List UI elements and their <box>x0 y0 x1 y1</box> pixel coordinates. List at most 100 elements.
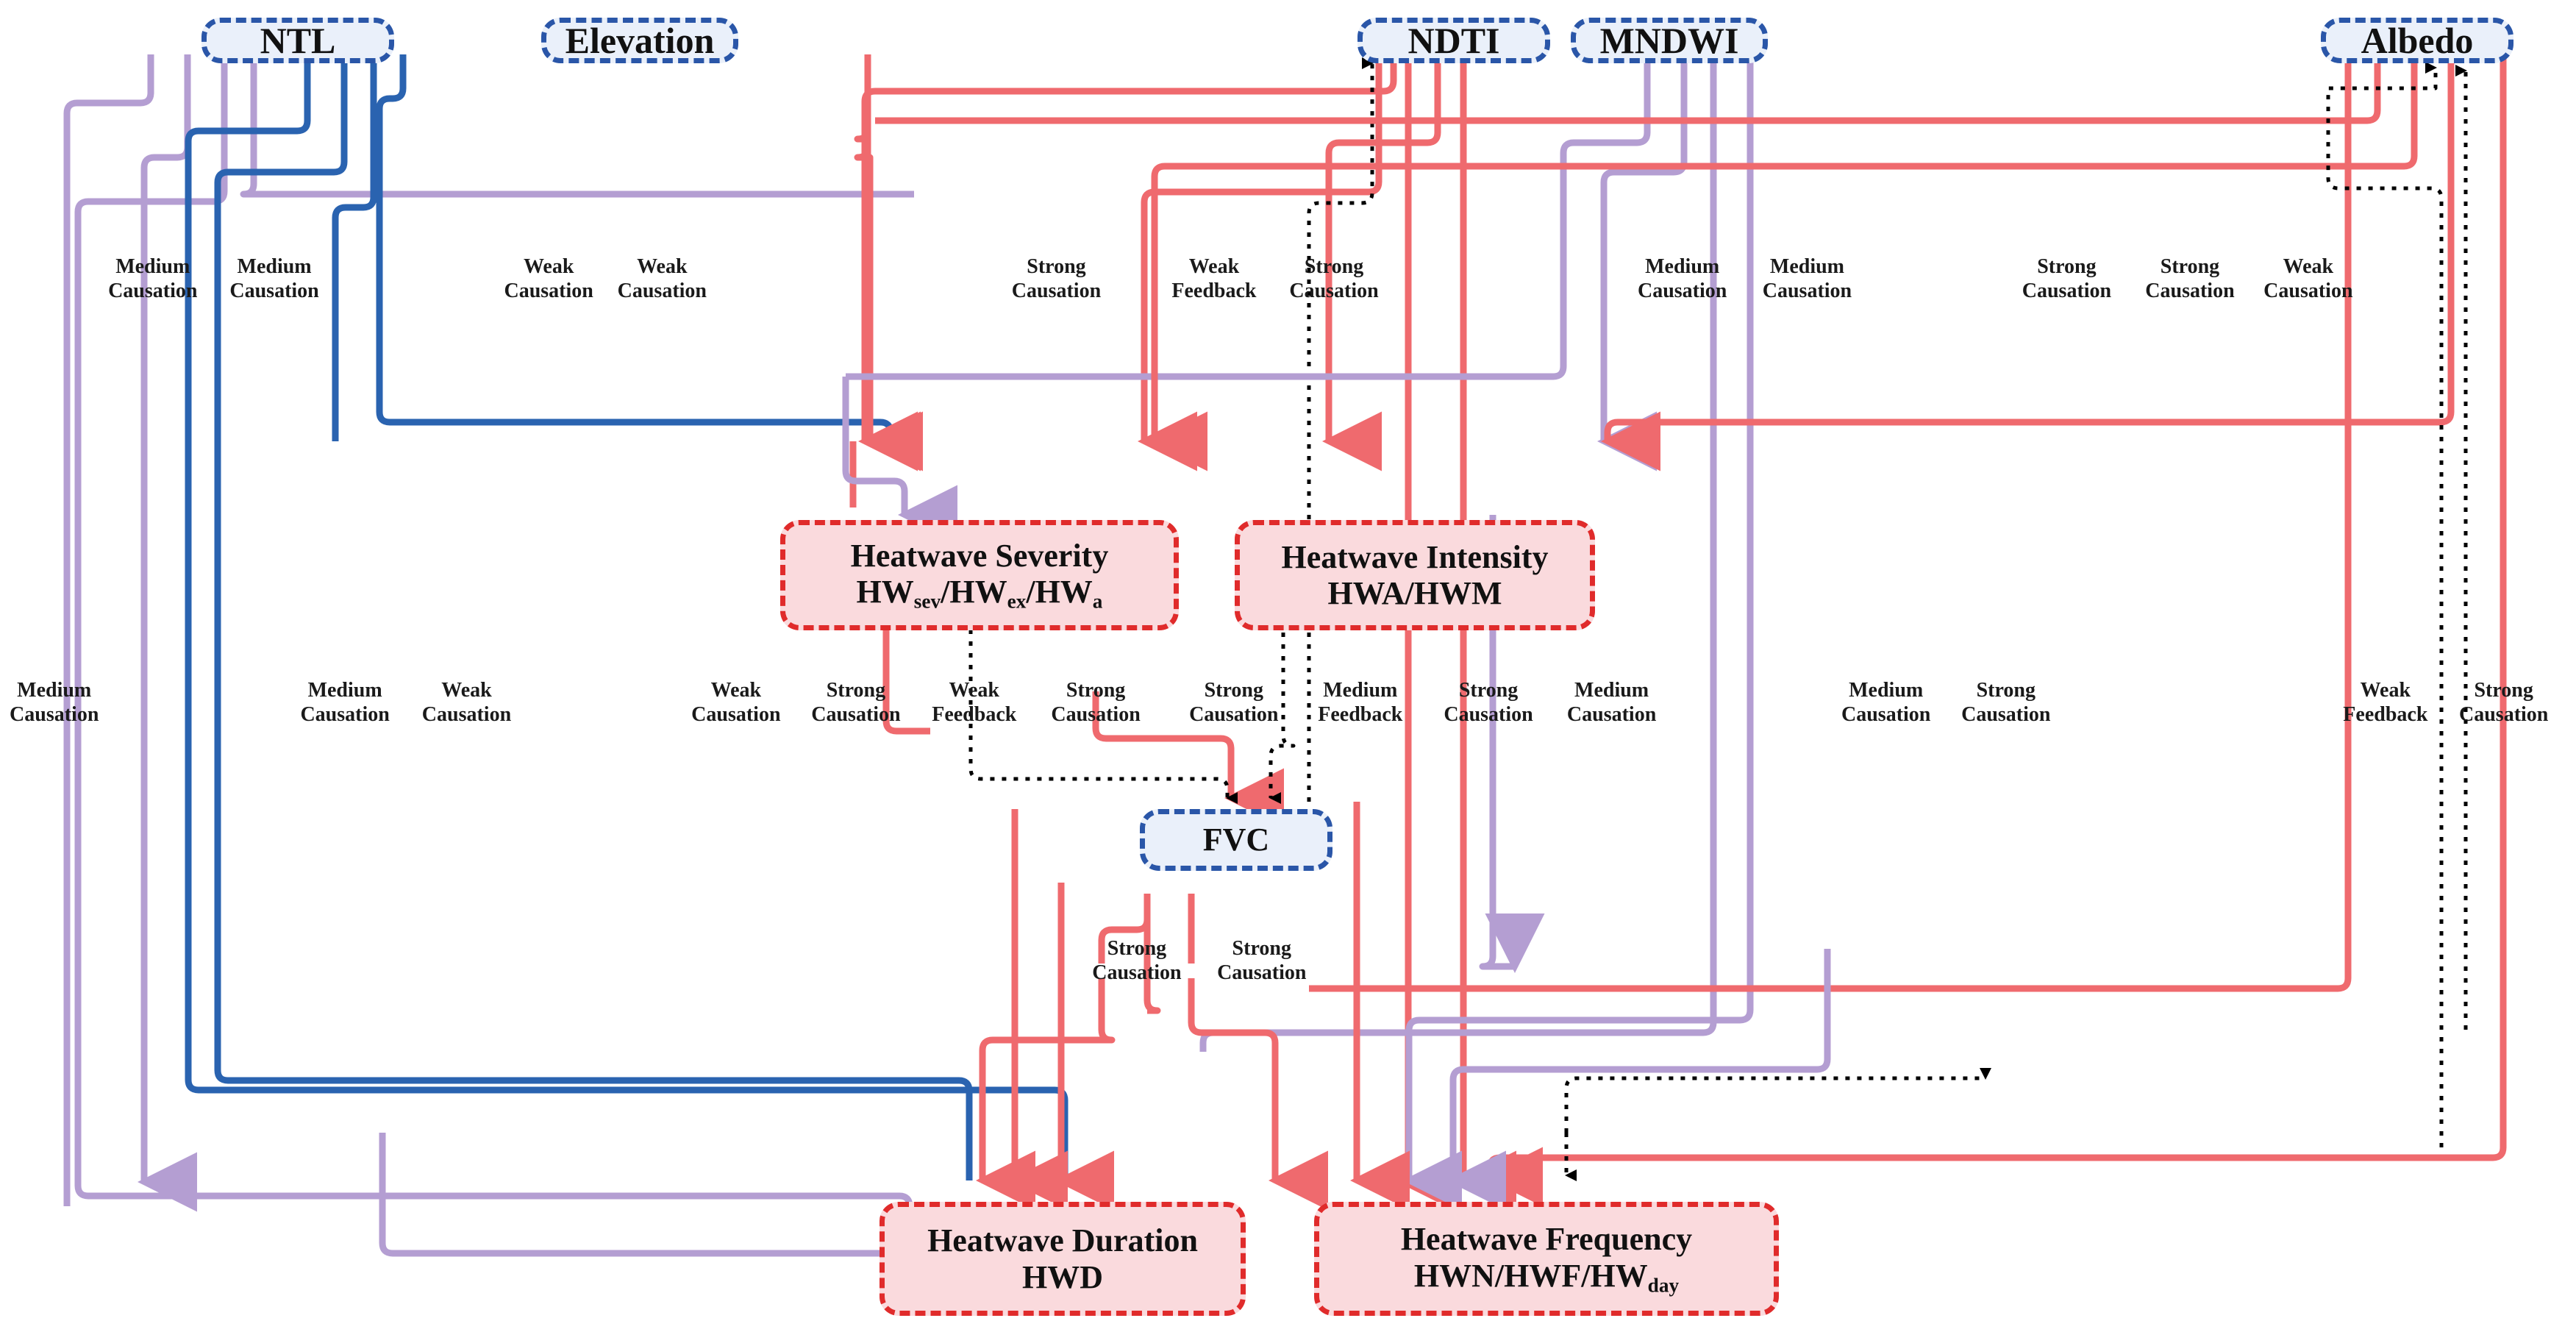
edge-label-kind: Causation <box>1189 703 1279 727</box>
edge-label-kind: Causation <box>300 703 390 727</box>
edge-label-strength: Strong <box>1027 255 1086 279</box>
edge-label-kind: Causation <box>1289 279 1379 303</box>
node-ndti-label: NDTI <box>1407 20 1500 61</box>
edge-label-kind: Causation <box>1092 961 1182 984</box>
edge-label-strength: Weak <box>2283 255 2334 279</box>
edge-label-strength: Strong <box>1204 679 1263 702</box>
edge-label-strength: Weak <box>710 679 762 702</box>
edge-label-strength: Medium <box>1645 255 1720 279</box>
edge-label-strength: Medium <box>1574 679 1649 702</box>
node-albedo[interactable]: Albedo <box>2321 18 2513 63</box>
node-ntl[interactable]: NTL <box>201 18 394 63</box>
edge-label-kind: Causation <box>1762 279 1852 303</box>
edge-label-strength: Weak <box>949 679 1000 702</box>
edge-label-strength: Weak <box>2360 679 2411 702</box>
edge-label-kind: Causation <box>1051 703 1141 727</box>
edge-label-kind: Causation <box>617 279 707 303</box>
node-mndwi-label: MNDWI <box>1599 20 1739 61</box>
severity-title: Heatwave Severity <box>850 537 1109 574</box>
edge-label-kind: Causation <box>2263 279 2353 303</box>
edge-label-strength: Strong <box>1304 255 1364 279</box>
edge-label-kind: Causation <box>2145 279 2235 303</box>
node-heatwave-frequency[interactable]: Heatwave Frequency HWN/HWF/HWday <box>1314 1202 1779 1316</box>
duration-title: Heatwave Duration <box>927 1222 1198 1259</box>
edge-label-kind: Feedback <box>2343 703 2428 727</box>
edge-label-strength: Medium <box>1849 679 1924 702</box>
edge-label-strength: Medium <box>1323 679 1398 702</box>
edge-label-strength: Strong <box>1107 936 1167 960</box>
edge-label-strength: Strong <box>1976 679 2036 702</box>
edge-label-kind: Causation <box>421 703 512 727</box>
node-mndwi[interactable]: MNDWI <box>1571 18 1768 63</box>
edge-label-kind: Causation <box>691 703 781 727</box>
edge-label-strength: Strong <box>2037 255 2097 279</box>
edge-label-strength: Strong <box>1232 936 1291 960</box>
edge-label-kind: Causation <box>10 703 99 727</box>
node-heatwave-severity[interactable]: Heatwave Severity HWsev/HWex/HWa <box>780 520 1179 630</box>
edge-label-kind: Causation <box>1566 703 1657 727</box>
edge-label-strength: Weak <box>441 679 492 702</box>
duration-metrics: HWD <box>1022 1258 1103 1295</box>
edge-label-strength: Medium <box>237 255 312 279</box>
node-heatwave-intensity[interactable]: Heatwave Intensity HWA/HWM <box>1235 520 1595 630</box>
edge-label-strength: Medium <box>17 679 92 702</box>
node-elevation-label: Elevation <box>565 20 715 61</box>
edge-label-kind: Causation <box>229 279 319 303</box>
edge-label-kind: Feedback <box>1171 279 1257 303</box>
edge-label-kind: Causation <box>504 279 593 303</box>
edge-label-kind: Feedback <box>932 703 1017 727</box>
edge-label-kind: Feedback <box>1318 703 1403 727</box>
severity-metrics: HWsev/HWex/HWa <box>856 574 1103 613</box>
edge-label-kind: Causation <box>1841 703 1931 727</box>
edge-label-kind: Causation <box>811 703 901 727</box>
node-elevation[interactable]: Elevation <box>541 18 738 63</box>
intensity-metrics: HWA/HWM <box>1327 575 1502 611</box>
edge-label-strength: Strong <box>2160 255 2220 279</box>
edge-label-kind: Causation <box>1637 279 1727 303</box>
edge-label-strength: Medium <box>307 679 382 702</box>
edge-label-kind: Causation <box>1444 703 1533 727</box>
edge-label-strength: Medium <box>1769 255 1844 279</box>
edge-label-strength: Weak <box>523 255 574 279</box>
node-fvc[interactable]: FVC <box>1140 809 1332 871</box>
edge-label-strength: Strong <box>1458 679 1519 702</box>
frequency-metrics: HWN/HWF/HWday <box>1413 1257 1680 1297</box>
edge-label-strength: Strong <box>1066 679 1126 702</box>
edge-label-strength: Weak <box>1188 255 1240 279</box>
edge-label-strength: Weak <box>637 255 688 279</box>
edge-label-kind: Causation <box>108 279 198 303</box>
node-ndti[interactable]: NDTI <box>1357 18 1550 63</box>
edge-label-strength: Medium <box>115 255 190 279</box>
node-albedo-label: Albedo <box>2361 20 2474 61</box>
node-heatwave-duration[interactable]: Heatwave Duration HWD <box>880 1202 1246 1316</box>
intensity-title: Heatwave Intensity <box>1281 538 1549 575</box>
edge-label-kind: Causation <box>2022 279 2112 303</box>
edge-label-kind: Causation <box>1961 703 2051 727</box>
